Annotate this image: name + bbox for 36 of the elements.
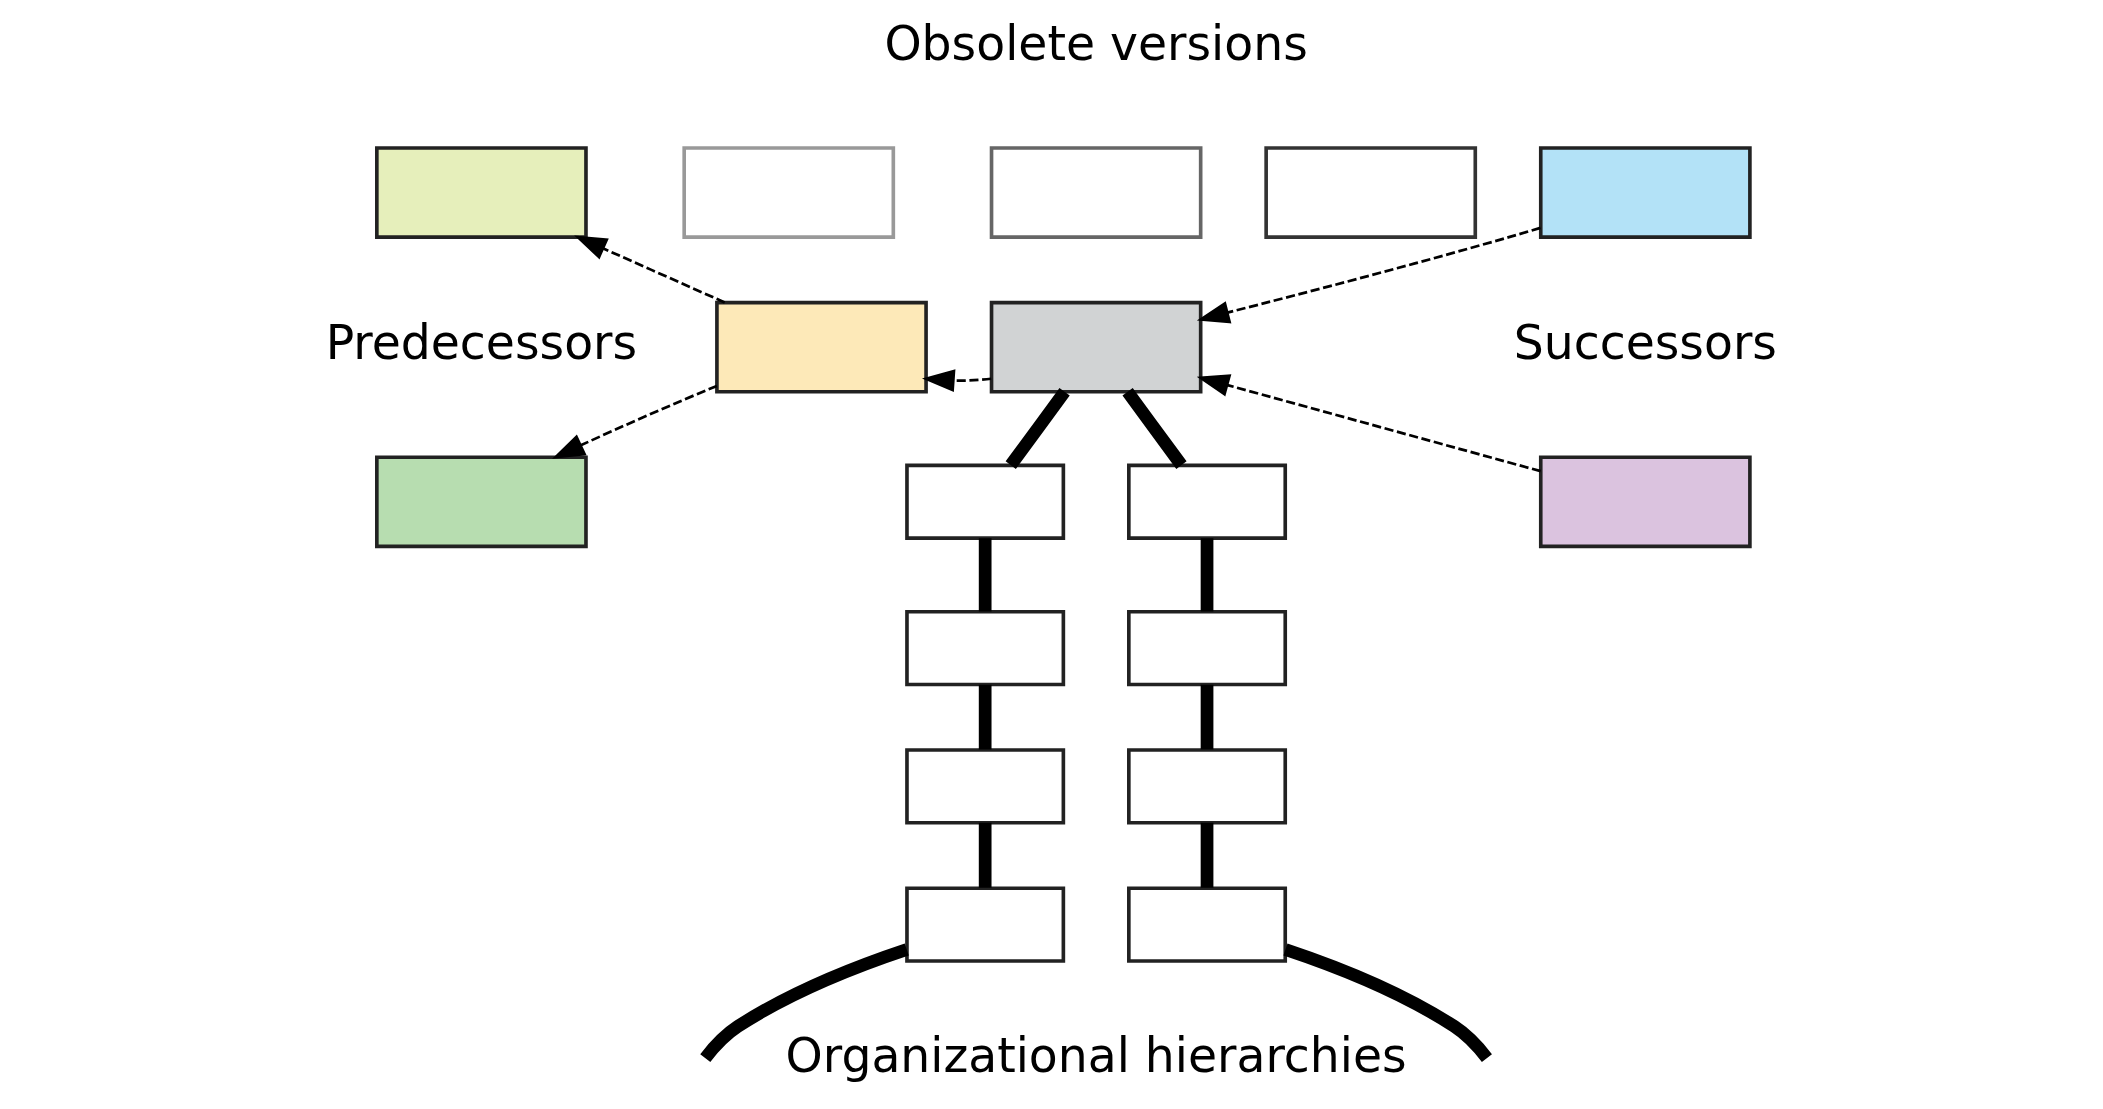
node-box: [989, 300, 1202, 394]
node-box: [1538, 146, 1752, 239]
node-box: [681, 146, 895, 239]
label: Successors: [1513, 314, 1777, 370]
node-box: [1126, 609, 1287, 687]
arrow: [1196, 226, 1541, 324]
arrow: [573, 235, 725, 304]
connector: [1200, 538, 1213, 612]
node-box: [989, 146, 1202, 239]
node-box: [904, 463, 1065, 540]
arrow: [921, 369, 991, 393]
label: Obsolete versions: [883, 16, 1308, 72]
connector: [1200, 684, 1213, 750]
connector: [978, 822, 992, 888]
node-box: [904, 609, 1065, 687]
node-box: [1538, 455, 1752, 549]
node-box: [714, 300, 928, 394]
connector: [978, 538, 992, 612]
connector: [1121, 388, 1187, 469]
arrow: [1196, 374, 1541, 473]
connector: [978, 684, 992, 750]
connector: [1282, 943, 1492, 1062]
node-box: [1126, 886, 1287, 963]
node-box: [904, 748, 1065, 825]
label: Organizational hierarchies: [785, 1027, 1407, 1083]
node-box: [904, 886, 1065, 963]
node-box: [1126, 748, 1287, 825]
node-box: [374, 455, 588, 549]
label: Predecessors: [325, 314, 637, 370]
connector: [1200, 822, 1213, 888]
node-box: [374, 146, 588, 239]
node-box: [1263, 146, 1477, 239]
connector: [699, 943, 909, 1062]
connector: [1005, 388, 1070, 469]
node-box: [1126, 463, 1287, 540]
arrow: [551, 384, 717, 459]
